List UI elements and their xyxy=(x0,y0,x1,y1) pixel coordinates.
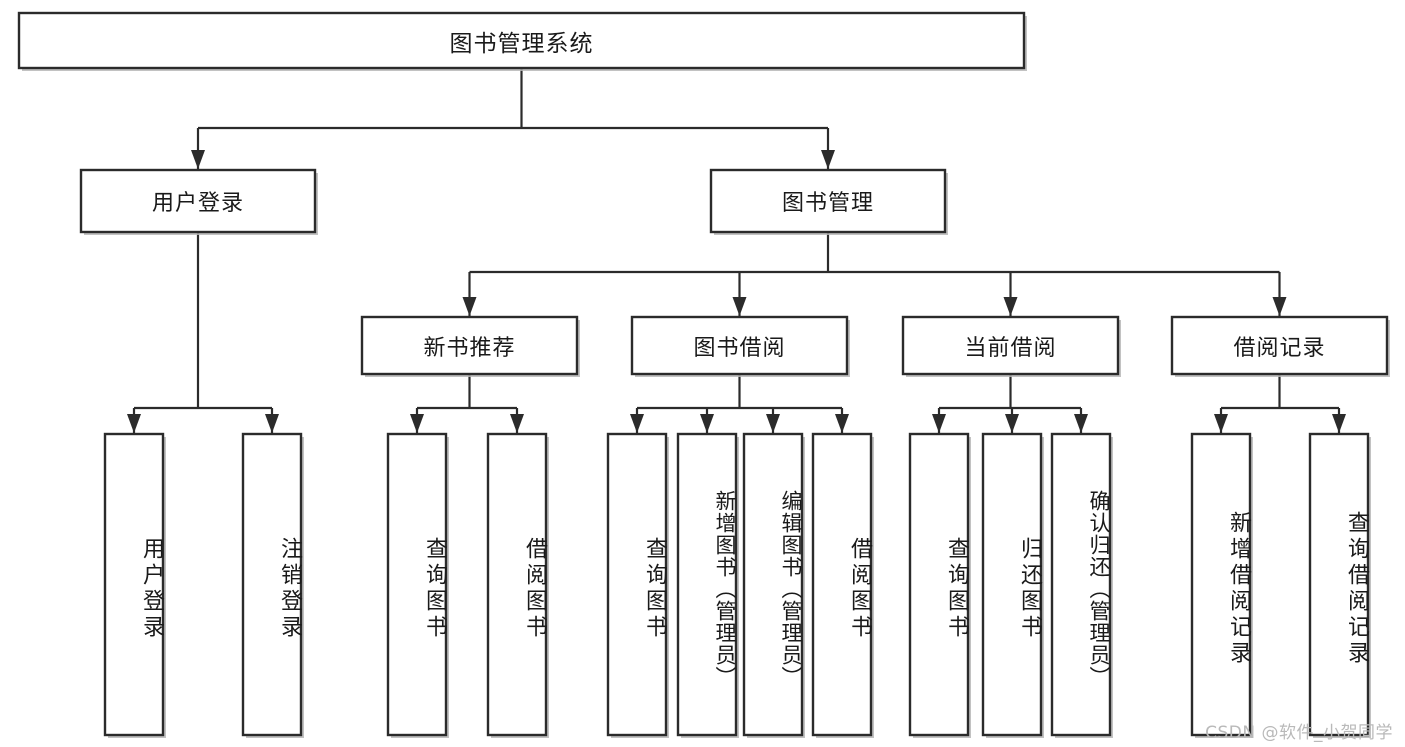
arrow-head-icon xyxy=(191,150,205,169)
node-box-leaf-add-book-admin[interactable] xyxy=(676,432,738,737)
arrow-head-icon xyxy=(1003,297,1018,316)
node-box-borrow-record[interactable] xyxy=(1170,315,1389,376)
arrow-head-icon xyxy=(1272,297,1287,316)
arrow-head-icon xyxy=(127,414,141,433)
node-box-leaf-confirm-return-admin[interactable] xyxy=(1050,432,1112,737)
arrow-head-icon xyxy=(510,414,524,433)
arrow-head-icon xyxy=(835,414,849,433)
arrow-head-icon xyxy=(821,150,835,169)
node-box-leaf-query-book-rec[interactable] xyxy=(386,432,448,737)
node-box-book-borrow[interactable] xyxy=(630,315,849,376)
arrow-head-icon xyxy=(410,414,424,433)
node-box-leaf-query-borrow-record[interactable] xyxy=(1308,432,1370,737)
node-box-root[interactable] xyxy=(17,11,1026,70)
arrow-head-icon xyxy=(700,414,714,433)
node-box-user-login[interactable] xyxy=(79,168,317,234)
arrow-head-icon xyxy=(265,414,279,433)
arrow-head-icon xyxy=(932,414,946,433)
node-box-book-manage[interactable] xyxy=(709,168,947,234)
node-box-current-borrow[interactable] xyxy=(901,315,1120,376)
node-box-leaf-borrow-book[interactable] xyxy=(811,432,873,737)
node-box-leaf-return-book[interactable] xyxy=(981,432,1043,737)
arrow-head-icon xyxy=(1332,414,1346,433)
node-box-leaf-add-borrow-record[interactable] xyxy=(1190,432,1252,737)
arrow-head-icon xyxy=(1005,414,1019,433)
node-box-leaf-edit-book-admin[interactable] xyxy=(742,432,804,737)
arrow-head-icon xyxy=(1074,414,1088,433)
node-box-leaf-query-book-current[interactable] xyxy=(908,432,970,737)
arrow-head-icon xyxy=(1214,414,1228,433)
node-box-leaf-query-book-borrow[interactable] xyxy=(606,432,668,737)
arrow-head-icon xyxy=(462,297,477,316)
box-layer xyxy=(17,11,1390,738)
arrow-head-icon xyxy=(766,414,780,433)
node-box-new-book-recommend[interactable] xyxy=(360,315,579,376)
connector-layer xyxy=(127,68,1346,433)
watermark-text: CSDN @软件_小贺同学 xyxy=(1205,723,1393,743)
node-box-leaf-user-login[interactable] xyxy=(103,432,165,737)
arrow-head-icon xyxy=(630,414,644,433)
node-box-leaf-user-logout[interactable] xyxy=(241,432,303,737)
node-box-leaf-borrow-book-rec[interactable] xyxy=(486,432,548,737)
arrow-head-icon xyxy=(732,297,747,316)
